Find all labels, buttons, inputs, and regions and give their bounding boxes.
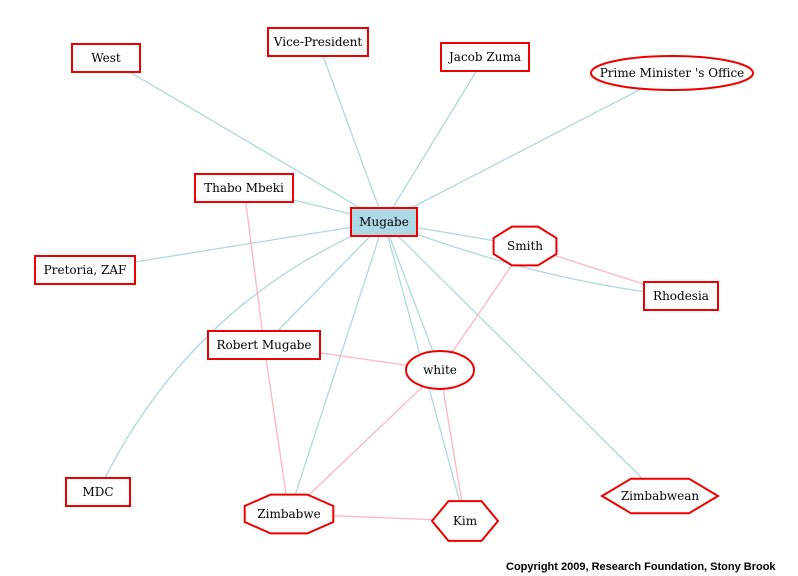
node-shape-pmo [590, 55, 754, 91]
node-zuma[interactable]: Jacob Zuma [440, 42, 530, 72]
node-white[interactable]: white [405, 350, 475, 390]
node-shape-vp [267, 27, 369, 57]
node-shape-mdc [65, 477, 131, 507]
node-label-west: West [91, 51, 121, 65]
node-mugabe[interactable]: Mugabe [350, 207, 418, 237]
node-shape-white [405, 350, 475, 390]
edge-white-zimbabwe [288, 369, 441, 515]
node-rhodesia[interactable]: Rhodesia [643, 281, 719, 311]
edge-mugabe-pmo [383, 72, 673, 223]
node-shape-robert [207, 330, 321, 360]
node-shape-thabo [194, 173, 294, 203]
node-label-zuma: Jacob Zuma [447, 50, 521, 64]
node-label-mugabe: Mugabe [359, 215, 409, 229]
node-shape-west [71, 43, 141, 73]
node-label-rhodesia: Rhodesia [653, 289, 709, 303]
node-shape-mugabe [350, 207, 418, 237]
edge-mugabe-west [105, 57, 385, 223]
edge-mugabe-zimbabwean [383, 221, 661, 497]
edge-smith-white [439, 245, 526, 371]
node-label-vp: Vice-President [273, 35, 363, 49]
edge-white-kim [439, 369, 466, 522]
node-shape-zimbabwe [243, 493, 335, 535]
copyright-text: Copyright 2009, Research Foundation, Sto… [506, 561, 776, 573]
node-label-mdc: MDC [82, 485, 113, 499]
node-label-smith: Smith [507, 239, 543, 253]
node-shape-rhodesia [643, 281, 719, 311]
node-robert[interactable]: Robert Mugabe [207, 330, 321, 360]
edge-mugabe-mdc [97, 221, 385, 493]
edge-thabo-robert [243, 187, 265, 346]
edge-mugabe-zimbabwe [288, 221, 385, 515]
node-shape-smith [492, 225, 558, 267]
edges-layer [84, 41, 682, 522]
node-kim[interactable]: Kim [430, 500, 500, 542]
node-vp[interactable]: Vice-President [267, 27, 369, 57]
edge-robert-zimbabwe [263, 344, 290, 515]
node-zimbabwean[interactable]: Zimbabwean [600, 477, 720, 515]
node-label-zimbabwean: Zimbabwean [621, 489, 700, 503]
node-shape-zimbabwean [600, 477, 720, 515]
node-label-pretoria: Pretoria, ZAF [44, 263, 127, 277]
node-shape-kim [430, 500, 500, 542]
node-label-zimbabwe: Zimbabwe [257, 507, 320, 521]
node-smith[interactable]: Smith [492, 225, 558, 267]
node-zimbabwe[interactable]: Zimbabwe [243, 493, 335, 535]
node-pmo[interactable]: Prime Minister 's Office [590, 55, 754, 91]
node-label-kim: Kim [453, 514, 478, 528]
node-thabo[interactable]: Thabo Mbeki [194, 173, 294, 203]
node-label-white: white [423, 363, 457, 377]
node-shape-zuma [440, 42, 530, 72]
node-label-pmo: Prime Minister 's Office [600, 66, 745, 80]
edge-mugabe-zuma [383, 56, 486, 223]
node-label-robert: Robert Mugabe [216, 338, 311, 352]
edge-mugabe-vp [317, 41, 385, 223]
edge-mugabe-white [383, 221, 441, 371]
node-shape-pretoria [34, 255, 136, 285]
node-west[interactable]: West [71, 43, 141, 73]
node-pretoria[interactable]: Pretoria, ZAF [34, 255, 136, 285]
edge-mugabe-robert [263, 221, 385, 346]
node-mdc[interactable]: MDC [65, 477, 131, 507]
node-label-thabo: Thabo Mbeki [204, 181, 284, 195]
